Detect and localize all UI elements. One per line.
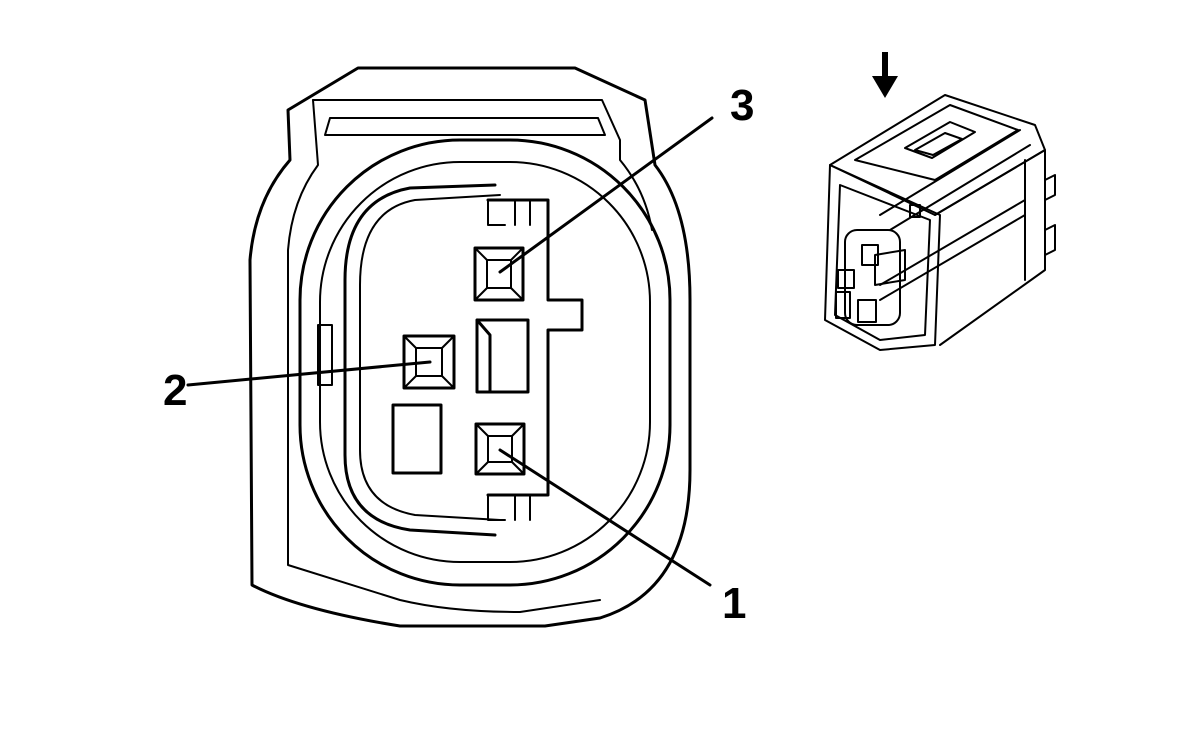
seal-ring-outer xyxy=(298,138,672,587)
connector-inner-shell xyxy=(312,99,653,231)
center-terminal xyxy=(475,318,530,394)
side-tab xyxy=(317,324,333,386)
cavity-outline xyxy=(343,183,497,537)
pin-label-1: 1 xyxy=(722,579,746,628)
top-latch xyxy=(324,117,606,136)
pin-label-2: 2 xyxy=(163,366,187,415)
arrow-down-icon xyxy=(872,52,898,98)
leader-line-pin-3 xyxy=(498,116,714,274)
seal-ring-middle xyxy=(319,161,651,563)
pin-1-terminal xyxy=(474,422,526,476)
connector-isometric-view xyxy=(824,52,1056,351)
pin-3-terminal xyxy=(473,246,525,302)
leader-line-pin-2 xyxy=(186,360,432,387)
pin-2-terminal xyxy=(402,334,456,390)
pin-label-3: 3 xyxy=(730,81,754,130)
leader-line-pin-1 xyxy=(498,448,712,587)
connector-outer-shell xyxy=(248,66,692,628)
connector-face-view: 3 2 1 xyxy=(163,66,754,628)
empty-cavity xyxy=(391,403,443,475)
keying-block xyxy=(486,198,584,497)
